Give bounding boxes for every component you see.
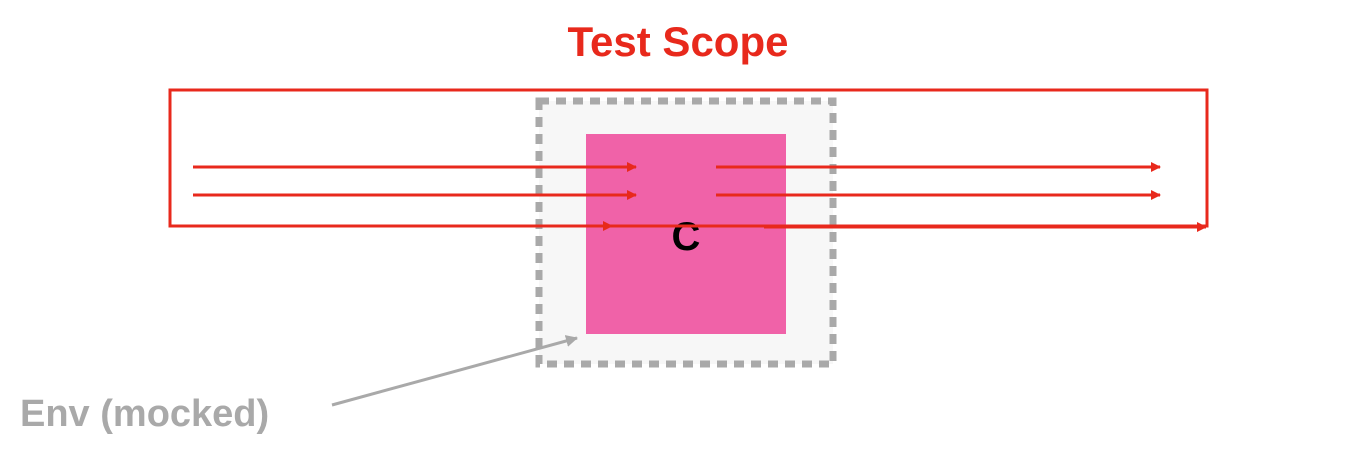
test-scope-title: Test Scope	[568, 18, 789, 65]
environment-label: Env (mocked)	[20, 393, 269, 435]
test-scope-boundary	[168, 88, 1209, 228]
component-label: C	[672, 215, 701, 259]
environment-pointer-arrow	[331, 335, 578, 407]
